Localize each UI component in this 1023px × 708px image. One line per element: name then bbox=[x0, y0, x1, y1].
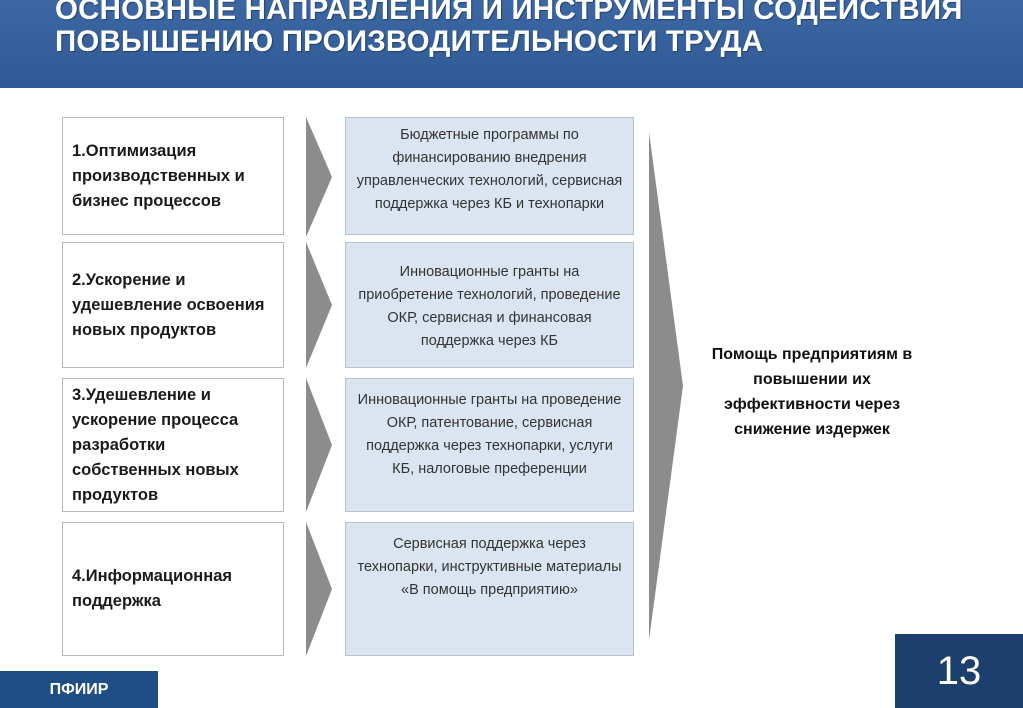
direction-box-3: 3.Удешевление и ускорение процесса разра… bbox=[62, 378, 284, 512]
org-label: ПФИИР bbox=[0, 671, 158, 708]
result-statement: Помощь предприятиям в повышении их эффек… bbox=[711, 346, 913, 438]
chevron-right-icon bbox=[306, 117, 332, 237]
instrument-box-1: Бюджетные программы по финансированию вн… bbox=[345, 117, 634, 235]
instrument-box-4: Сервисная поддержка через технопарки, ин… bbox=[345, 522, 634, 656]
slide-title: ОСНОВНЫЕ НАПРАВЛЕНИЯ И ИНСТРУМЕНТЫ СОДЕЙ… bbox=[55, 0, 963, 58]
big-chevron-right-icon bbox=[649, 132, 683, 645]
chevron-right-icon bbox=[306, 242, 332, 368]
direction-box-2: 2.Ускорение и удешевление освоения новых… bbox=[62, 242, 284, 368]
direction-box-1: 1.Оптимизация производственных и бизнес … bbox=[62, 117, 284, 235]
direction-box-4: 4.Информационная поддержка bbox=[62, 522, 284, 656]
chevron-right-icon bbox=[306, 522, 332, 656]
header-banner: ОСНОВНЫЕ НАПРАВЛЕНИЯ И ИНСТРУМЕНТЫ СОДЕЙ… bbox=[0, 0, 1023, 88]
instrument-box-2: Инновационные гранты на приобретение тех… bbox=[345, 242, 634, 368]
page-number: 13 bbox=[895, 634, 1023, 708]
instrument-box-3: Инновационные гранты на проведение ОКР, … bbox=[345, 378, 634, 512]
chevron-right-icon bbox=[306, 378, 332, 512]
